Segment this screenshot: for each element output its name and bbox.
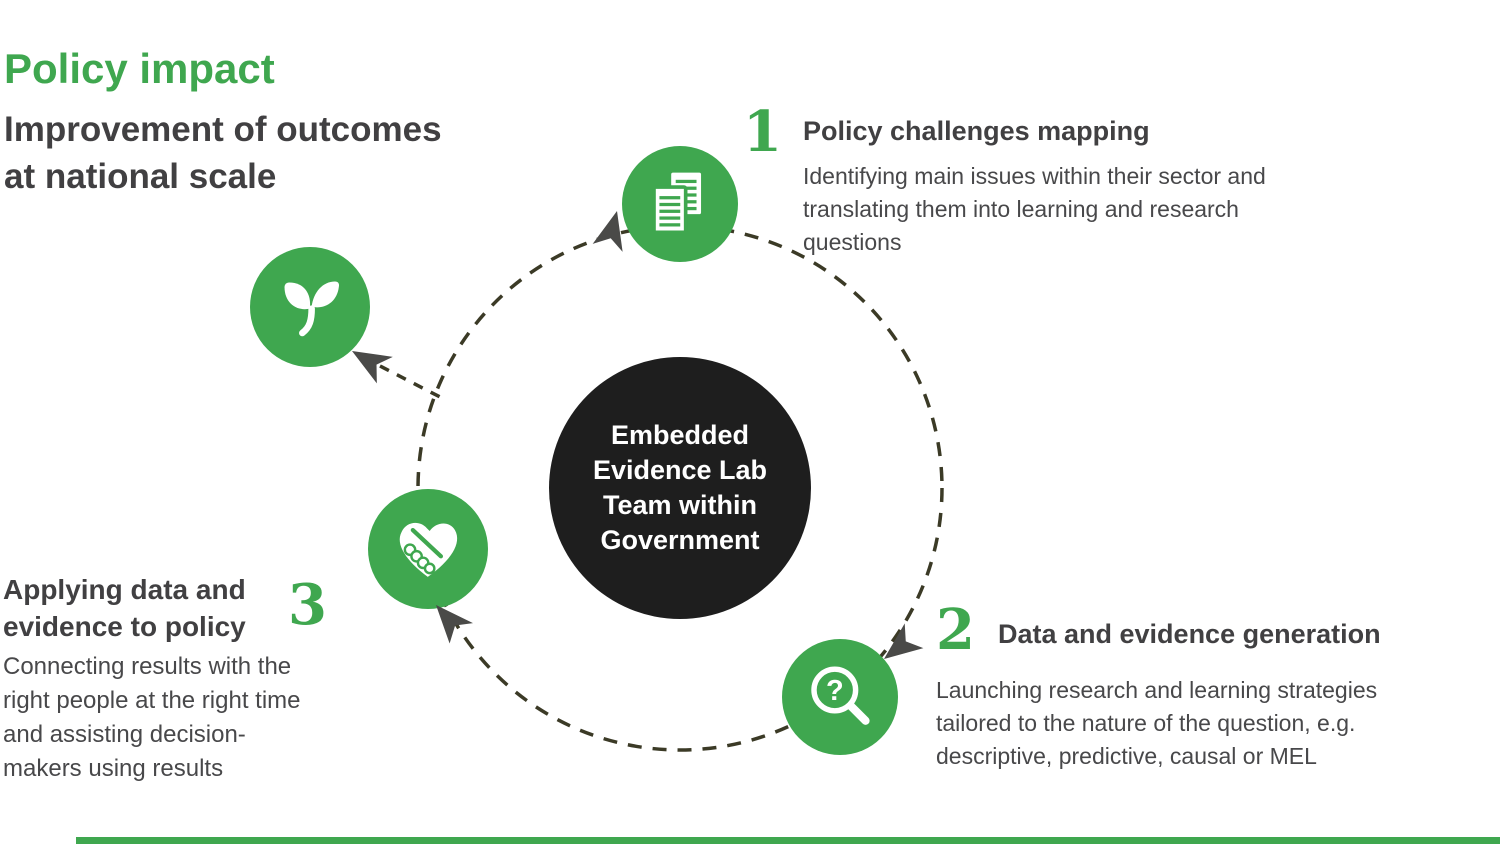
step-3-description: Connecting results with the right people… xyxy=(3,653,301,782)
magnifier-question-icon: ? xyxy=(811,666,870,725)
handshake-icon xyxy=(399,523,458,578)
step-1-number: 1 xyxy=(743,99,782,165)
seedling-icon xyxy=(284,281,340,337)
documents-icon xyxy=(651,172,701,234)
footer-accent-bar xyxy=(76,837,1500,844)
page-title: Policy impact xyxy=(4,45,275,92)
policy-impact-circle xyxy=(250,247,370,367)
data-generation-circle: ? xyxy=(782,639,898,755)
applying-evidence-circle xyxy=(368,489,488,609)
step-2-description: Launching research and learning strategi… xyxy=(936,677,1378,769)
question-mark-glyph: ? xyxy=(826,675,844,707)
step-1-description: Identifying main issues within their sec… xyxy=(803,163,1266,255)
center-circle: Embedded Evidence Lab Team within Govern… xyxy=(549,357,811,619)
center-circle-label: Embedded Evidence Lab Team within Govern… xyxy=(592,420,768,555)
page-subtitle: Improvement of outcomes at national scal… xyxy=(4,110,442,196)
step-2-title: Data and evidence generation xyxy=(998,619,1381,649)
policy-mapping-circle xyxy=(622,146,738,262)
outcome-dashed-connector xyxy=(379,364,443,400)
step-2-number: 2 xyxy=(936,597,975,663)
step-1-title: Policy challenges mapping xyxy=(803,116,1150,146)
step-3-number: 3 xyxy=(288,572,327,638)
step-3-title: Applying data and evidence to policy xyxy=(3,574,246,642)
